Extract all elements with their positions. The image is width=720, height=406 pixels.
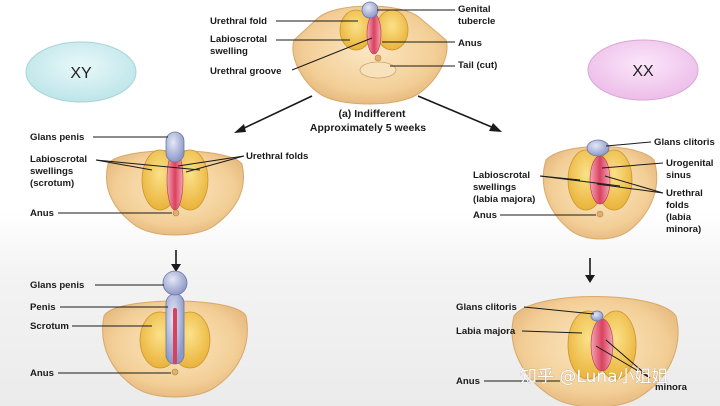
label-urogenital-sinus-1: Urogenital	[666, 158, 713, 169]
label-anus-female-early: Anus	[473, 210, 497, 221]
female-early-anus	[596, 210, 604, 218]
xx-badge-label: XX	[632, 63, 654, 80]
male-early-illustration	[106, 131, 244, 236]
label-genital-tubercle-1: Genital	[458, 4, 491, 15]
arrow-to-male	[234, 95, 313, 133]
label-glans-penis-late: Glans penis	[30, 280, 84, 291]
arrow-female-down	[585, 258, 595, 283]
indifferent-urethral-groove	[366, 13, 382, 55]
label-labia-minora: minora	[655, 382, 688, 393]
label-urogenital-sinus-2: sinus	[666, 170, 691, 181]
zhihu-watermark: 知乎 @Luna小姐姐	[520, 367, 669, 387]
arrow-male-down	[171, 250, 181, 272]
label-glans-clitoris-late: Glans clitoris	[456, 302, 517, 313]
label-urethral-fold: Urethral fold	[210, 16, 267, 27]
caption-approx-5-weeks: Approximately 5 weeks	[310, 122, 426, 134]
male-late-illustration	[102, 270, 248, 398]
female-late-glans-clitoris	[590, 310, 604, 322]
female-late-labia-minora	[590, 318, 614, 372]
arrow-to-female	[417, 95, 502, 132]
label-labioscrotal-swelling-1: Labioscrotal	[210, 34, 267, 45]
label-labioscrotal-swellings-f2: swellings	[473, 182, 516, 193]
xy-badge: XY	[25, 41, 137, 103]
indifferent-anus	[374, 54, 382, 62]
label-scrotum: Scrotum	[30, 321, 69, 332]
male-late-anus	[171, 368, 179, 376]
male-early-anus	[172, 209, 180, 217]
label-labioscrotal-swelling-2: swelling	[210, 46, 248, 57]
label-anus-indifferent: Anus	[458, 38, 482, 49]
label-urethral-folds-f2: folds	[666, 200, 689, 211]
indifferent-genital-tubercle	[361, 1, 379, 19]
label-urethral-folds-f1: Urethral	[666, 188, 703, 199]
label-tail-cut: Tail (cut)	[458, 60, 497, 71]
label-glans-penis-early: Glans penis	[30, 132, 84, 143]
label-labioscrotal-swellings-m2: swellings	[30, 166, 73, 177]
label-urethral-folds-f4: minora)	[666, 224, 701, 235]
xx-badge: XX	[587, 39, 699, 101]
label-labioscrotal-swellings-m1: Labioscrotal	[30, 154, 87, 165]
indifferent-tail-cut	[359, 61, 397, 79]
female-early-illustration	[542, 139, 658, 240]
label-urethral-groove: Urethral groove	[210, 66, 281, 77]
caption-indifferent: (a) Indifferent	[338, 108, 406, 120]
label-genital-tubercle-2: tubercle	[458, 16, 495, 27]
label-anus-male-late: Anus	[30, 368, 54, 379]
label-urethral-folds-f3: (labia	[666, 212, 692, 223]
label-anus-female-late: Anus	[456, 376, 480, 387]
female-late-illustration	[511, 296, 679, 406]
label-glans-clitoris-early: Glans clitoris	[654, 137, 715, 148]
male-late-glans-penis	[162, 270, 188, 296]
female-early-glans-clitoris	[586, 139, 610, 157]
female-early-urethral-folds	[589, 155, 611, 205]
male-early-glans-penis	[165, 131, 185, 163]
indifferent-embryo-illustration	[292, 1, 448, 105]
label-labia-majora: Labia majora	[456, 326, 516, 337]
label-labioscrotal-swellings-f1: Labioscrotal	[473, 170, 530, 181]
xy-badge-label: XY	[70, 65, 92, 82]
label-anus-male-early: Anus	[30, 208, 54, 219]
label-penis: Penis	[30, 302, 56, 313]
label-labioscrotal-swellings-f3: (labia majora)	[473, 194, 535, 205]
label-urethral-folds-male: Urethral folds	[246, 151, 308, 162]
label-labioscrotal-swellings-m3: (scrotum)	[30, 178, 74, 189]
